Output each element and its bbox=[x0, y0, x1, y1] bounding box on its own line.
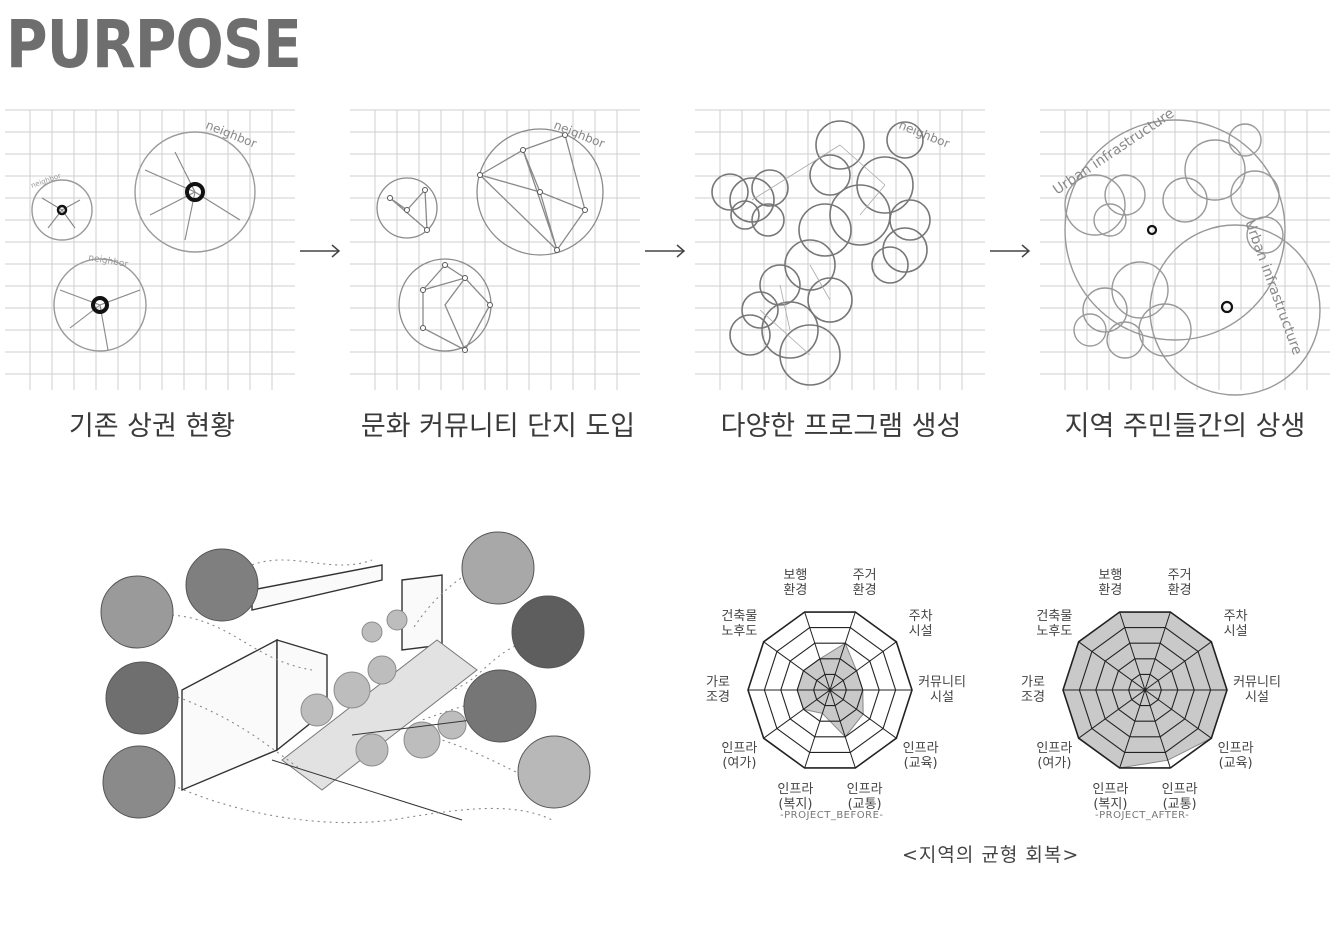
radar-axis-label: 인프라(교육) bbox=[1217, 740, 1254, 771]
radar-subtitle: -PROJECT_AFTER- bbox=[1095, 810, 1190, 821]
balance-caption: <지역의 균형 회복> bbox=[902, 844, 1080, 866]
radar-axis-label: 인프라(교육) bbox=[902, 740, 939, 771]
radar-axis-label: 인프라(복지) bbox=[1092, 781, 1129, 812]
urban-infrastructure-label-1: Urban infrastructure bbox=[1050, 105, 1177, 198]
radar-spoke bbox=[1144, 611, 1171, 691]
stage-4-diagram: Urban infrastructure Urban infrastructur… bbox=[1035, 100, 1335, 400]
stage-4-caption: 지역 주민들간의 상생 bbox=[1064, 411, 1306, 442]
arrow-1 bbox=[298, 236, 344, 266]
neighbor-label-tiny: neighbor bbox=[30, 172, 62, 190]
stage-1-diagram: neighbor neighbor neighbor bbox=[0, 100, 300, 400]
radar-axis-label: 인프라(교통) bbox=[1161, 781, 1198, 812]
radar-spoke bbox=[829, 689, 856, 769]
svg-text:neighbor: neighbor bbox=[552, 118, 607, 151]
radar-subtitle: -PROJECT_BEFORE- bbox=[780, 810, 884, 821]
radar-spoke bbox=[763, 689, 831, 739]
stage-1-caption: 기존 상권 현황 bbox=[68, 411, 236, 442]
radar-axis-label: 인프라(복지) bbox=[777, 781, 814, 812]
urban-infrastructure-label-2: Urban infrastructure bbox=[1241, 218, 1305, 357]
radar-spoke bbox=[1144, 689, 1171, 769]
neighbor-label-small: neighbor bbox=[87, 253, 129, 270]
stage-3-diagram: neighbor bbox=[690, 100, 990, 400]
radar-spoke bbox=[804, 611, 831, 691]
radar-axis-label: 인프라(교통) bbox=[846, 781, 883, 812]
radar-spoke bbox=[1078, 641, 1146, 691]
arrow-3 bbox=[988, 236, 1034, 266]
radar-spoke bbox=[1144, 641, 1212, 691]
radar-spoke bbox=[829, 611, 856, 691]
radar-spoke bbox=[829, 689, 897, 739]
svg-text:neighbor: neighbor bbox=[897, 118, 952, 151]
stage-3-caption: 다양한 프로그램 생성 bbox=[720, 411, 962, 442]
radar-spoke bbox=[1119, 611, 1146, 691]
radar-spoke bbox=[1144, 689, 1212, 739]
radar-axis-label: 인프라(여가) bbox=[721, 740, 758, 771]
arrow-2 bbox=[643, 236, 689, 266]
page-title: PURPOSE bbox=[6, 6, 302, 83]
radar-axis-label: 인프라(여가) bbox=[1036, 740, 1073, 771]
stage-2-caption: 문화 커뮤니티 단지 도입 bbox=[360, 411, 636, 442]
radar-spoke bbox=[804, 689, 831, 769]
axonometric-illustration bbox=[92, 520, 602, 850]
radar-spoke bbox=[1078, 689, 1146, 739]
radar-spoke bbox=[763, 641, 831, 691]
radar-spoke bbox=[829, 641, 897, 691]
radar-spoke bbox=[1119, 689, 1146, 769]
stage-2-diagram: neighbor bbox=[345, 100, 645, 400]
